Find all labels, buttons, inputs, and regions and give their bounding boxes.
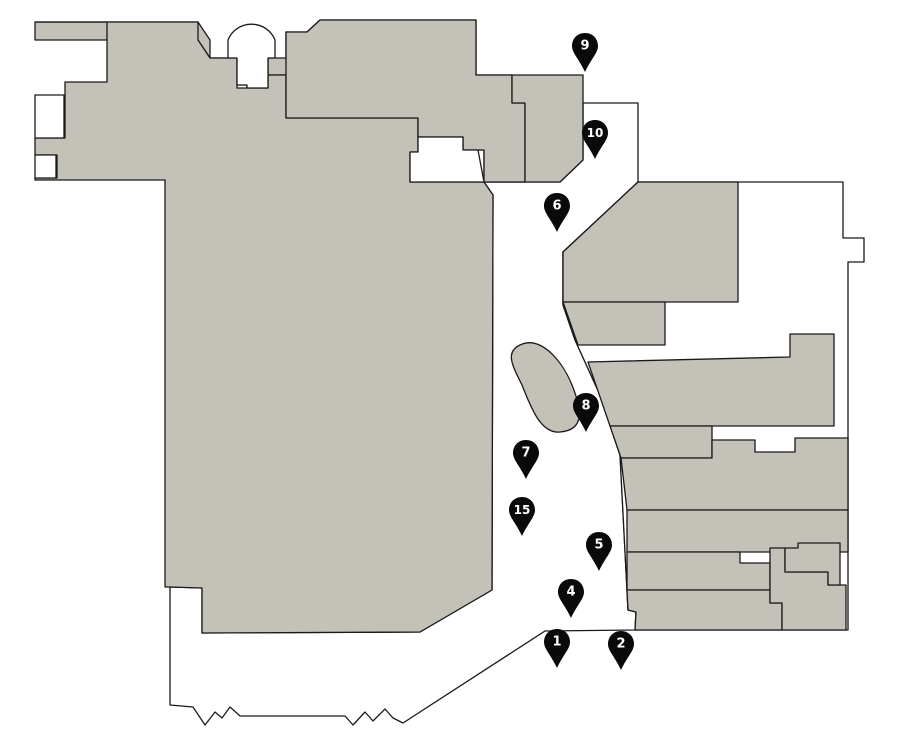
map-pin-icon — [573, 393, 599, 432]
map-marker-8[interactable]: 8 — [573, 393, 599, 432]
annex-a — [34, 94, 65, 139]
marker-label: 9 — [580, 39, 589, 54]
east-building-lower — [562, 301, 666, 346]
east-building-notch — [784, 542, 841, 586]
map-pin-icon — [544, 629, 570, 668]
map-marker-1[interactable]: 1 — [544, 629, 570, 668]
courtyard — [409, 136, 485, 183]
marker-label: 2 — [616, 637, 625, 652]
east-building-strip — [609, 425, 713, 459]
map-marker-4[interactable]: 4 — [558, 579, 584, 618]
marker-label: 15 — [514, 503, 531, 517]
east-building-row1 — [626, 509, 849, 553]
north-east-block — [511, 74, 584, 183]
marker-label: 1 — [552, 635, 561, 650]
map-marker-7[interactable]: 7 — [513, 440, 539, 479]
map-marker-9[interactable]: 9 — [572, 33, 598, 72]
map-pin-icon — [513, 440, 539, 479]
map-marker-15[interactable]: 15 — [509, 497, 535, 536]
rotunda — [227, 23, 276, 89]
marker-label: 4 — [566, 585, 575, 600]
map-marker-5[interactable]: 5 — [586, 532, 612, 571]
map-marker-10[interactable]: 10 — [582, 120, 608, 159]
map-pin-icon — [586, 532, 612, 571]
map-pin-icon — [608, 631, 634, 670]
map-marker-6[interactable]: 6 — [544, 193, 570, 232]
marker-label: 7 — [521, 446, 530, 461]
marker-label: 8 — [581, 399, 590, 414]
marker-label: 6 — [552, 199, 561, 214]
pond — [510, 342, 580, 433]
markers-layer: 1 2 4 5 6 7 8 9 10 15 — [509, 33, 634, 670]
map-pin-icon — [558, 579, 584, 618]
marker-label: 10 — [587, 126, 604, 140]
map-marker-2[interactable]: 2 — [608, 631, 634, 670]
east-building-row3 — [626, 589, 783, 631]
marker-label: 5 — [594, 538, 603, 553]
map-pin-icon — [582, 120, 608, 159]
map-pin-icon — [544, 193, 570, 232]
west-wing — [34, 21, 494, 634]
annex-b — [34, 154, 57, 179]
map-pin-icon — [509, 497, 535, 536]
map-pin-icon — [572, 33, 598, 72]
